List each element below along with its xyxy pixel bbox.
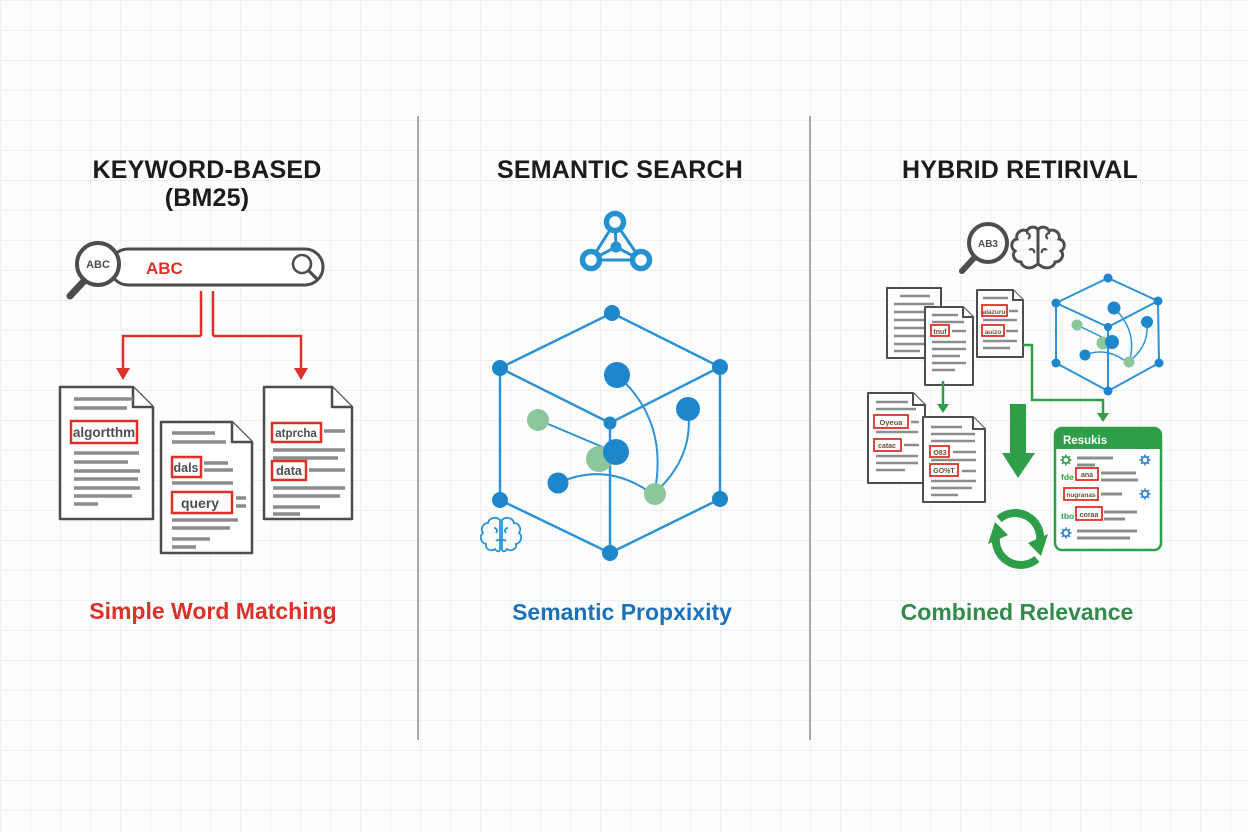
keyword-text: query (181, 495, 219, 511)
search-bar: ABC (108, 247, 325, 287)
keyword-box (873, 438, 902, 452)
similarity-curves (540, 374, 690, 492)
hybrid-doc-stack-top: tnuf alazuru auizo (886, 287, 1024, 386)
doc-right: alazuru auizo (976, 289, 1024, 358)
keyword-box (930, 324, 950, 337)
keyword-text: Oyeua (880, 418, 904, 427)
keyword-doc-3: atprcha data (262, 385, 354, 521)
keyword-text: algortthm (73, 425, 135, 440)
brain-icon (1010, 225, 1066, 270)
keyword-box (170, 490, 234, 515)
magnifier-abc-icon: ABC (66, 241, 121, 300)
keyword-box (170, 455, 203, 479)
embedding-cube (492, 305, 728, 561)
big-down-arrow (1002, 404, 1035, 478)
keyword-title-line1: KEYWORD-BASED (92, 156, 322, 184)
hybrid-mini-cube (1051, 273, 1164, 396)
arrowhead-right (294, 368, 308, 380)
keyword-doc-1: algortthm (58, 385, 155, 521)
keyword-text: O83 (933, 450, 946, 457)
keyword-title-line2: (BM25) (164, 184, 250, 212)
column-divider-1 (417, 116, 419, 740)
keyword-box (1075, 467, 1099, 481)
search-glass-icon (291, 253, 319, 281)
keyword-text: dals (173, 461, 198, 475)
hybrid-doc-stack-bottom: Oyeua catac O83 GO%T (867, 392, 986, 503)
keyword-text: tnuf (933, 329, 947, 336)
keyword-caption: Simple Word Matching (89, 598, 337, 624)
keyword-box (1075, 506, 1103, 521)
hybrid-caption: Combined Relevance (900, 599, 1134, 625)
keyword-box (1063, 487, 1099, 501)
keyword-text: atprcha (275, 428, 317, 440)
keyword-box (981, 324, 1005, 337)
keyword-doc-2: dals query (159, 420, 254, 555)
column-divider-2 (809, 116, 811, 740)
red-fork-arrows (116, 291, 308, 380)
results-row2-keyword: ana (1081, 472, 1093, 479)
results-panel: Resukis fde ana nugranas tbo coraa (1053, 426, 1163, 552)
keyword-box (69, 419, 139, 445)
magnifier-brain-icon: AB3 (959, 222, 1066, 274)
magnifier-label: ABC (86, 259, 110, 271)
doc-middle: tnuf (924, 306, 974, 386)
keyword-text: data (276, 464, 303, 478)
search-query-text: ABC (146, 259, 183, 278)
keyword-title: KEYWORD-BASED (BM25) (57, 156, 357, 212)
results-header-bar (1055, 428, 1161, 449)
keyword-box (873, 414, 909, 429)
results-header-label: Resukis (1063, 435, 1107, 447)
arrowhead-left (116, 368, 130, 380)
keyword-box (981, 304, 1008, 317)
blue-node (603, 439, 629, 465)
keyword-text: GO%T (933, 468, 955, 475)
results-row2-prefix: fde (1061, 472, 1074, 482)
results-row4-keyword: coraa (1080, 512, 1099, 519)
green-node (527, 409, 549, 431)
keyword-box (270, 459, 308, 482)
doc-front: O83 GO%T (922, 416, 986, 503)
cube-vertices (492, 305, 728, 561)
arrowhead-down (937, 404, 949, 413)
results-row3-keyword: nugranas (1066, 492, 1096, 499)
keyword-text: auizo (985, 329, 1002, 336)
hybrid-magnifier-label: AB3 (978, 239, 998, 250)
network-triangle-icon (579, 210, 653, 272)
doc-back: Oyeua catac (867, 392, 926, 484)
results-row4-prefix: tbo (1061, 511, 1074, 521)
hybrid-title: HYBRID RETIRIVAL (901, 156, 1139, 184)
brain-icon-small (479, 516, 523, 553)
keyword-text: alazuru (983, 309, 1006, 316)
keyword-box (270, 421, 323, 444)
refresh-cycle-icon (988, 509, 1048, 569)
keyword-box (929, 463, 959, 477)
keyword-text: catac (878, 443, 896, 450)
keyword-box (929, 445, 950, 458)
blue-node (604, 362, 630, 388)
results-row-lines (1077, 456, 1138, 540)
blue-node (676, 397, 700, 421)
green-node (644, 483, 666, 505)
semantic-caption: Semantic Propxixity (512, 599, 732, 625)
blue-node (547, 472, 569, 494)
semantic-title: SEMANTIC SEARCH (496, 156, 744, 184)
arrowhead-down (1097, 413, 1109, 422)
flow-connectors (937, 343, 1109, 422)
